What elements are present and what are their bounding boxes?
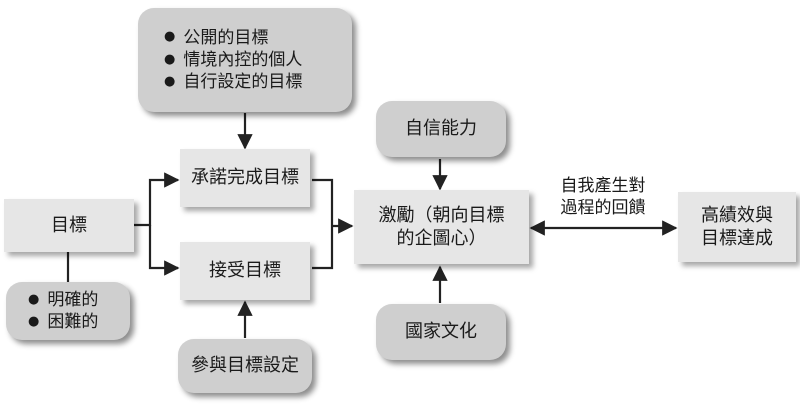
condition-item: 情境內控的個人 xyxy=(164,49,302,71)
national-culture-box: 國家文化 xyxy=(376,304,506,360)
self-efficacy-label: 自信能力 xyxy=(405,118,477,140)
outcome-line-2: 目標達成 xyxy=(701,228,773,249)
motivation-line-2: 的企圖心） xyxy=(396,228,487,249)
motivation-box: 激勵（朝向目標 的企圖心） xyxy=(354,190,529,264)
feedback-line-1: 自我產生對 xyxy=(560,175,646,196)
condition-item: 公開的目標 xyxy=(164,27,268,49)
feedback-line-2: 過程的回饋 xyxy=(560,198,646,218)
outcome-box: 高績效與 目標達成 xyxy=(678,192,796,262)
trait-item: 明確的 xyxy=(28,289,98,311)
condition-item: 自行設定的目標 xyxy=(164,71,302,93)
top-conditions-box: 公開的目標 情境內控的個人 自行設定的目標 xyxy=(138,8,352,112)
arrow-commitment-to-motivation xyxy=(312,178,334,270)
outcome-line-1: 高績效與 xyxy=(701,204,773,226)
participation-box: 參與目標設定 xyxy=(178,339,312,393)
goal-label: 目標 xyxy=(51,214,87,236)
self-efficacy-box: 自信能力 xyxy=(376,101,506,157)
participation-label: 參與目標設定 xyxy=(191,355,299,377)
goal-box: 目標 xyxy=(4,199,134,252)
arrow-goal-to-acceptance xyxy=(148,225,178,270)
arrow-goal-to-commitment xyxy=(134,172,180,227)
commitment-label: 承諾完成目標 xyxy=(191,167,299,189)
motivation-line-1: 激勵（朝向目標 xyxy=(378,204,505,226)
acceptance-label: 接受目標 xyxy=(209,260,281,282)
commitment-box: 承諾完成目標 xyxy=(180,149,310,207)
trait-item: 困難的 xyxy=(28,311,98,333)
national-culture-label: 國家文化 xyxy=(405,321,477,343)
goal-traits-box: 明確的 困難的 xyxy=(6,282,130,340)
acceptance-box: 接受目標 xyxy=(180,242,310,300)
feedback-label-box: 自我產生對 過程的回饋 xyxy=(540,172,666,222)
